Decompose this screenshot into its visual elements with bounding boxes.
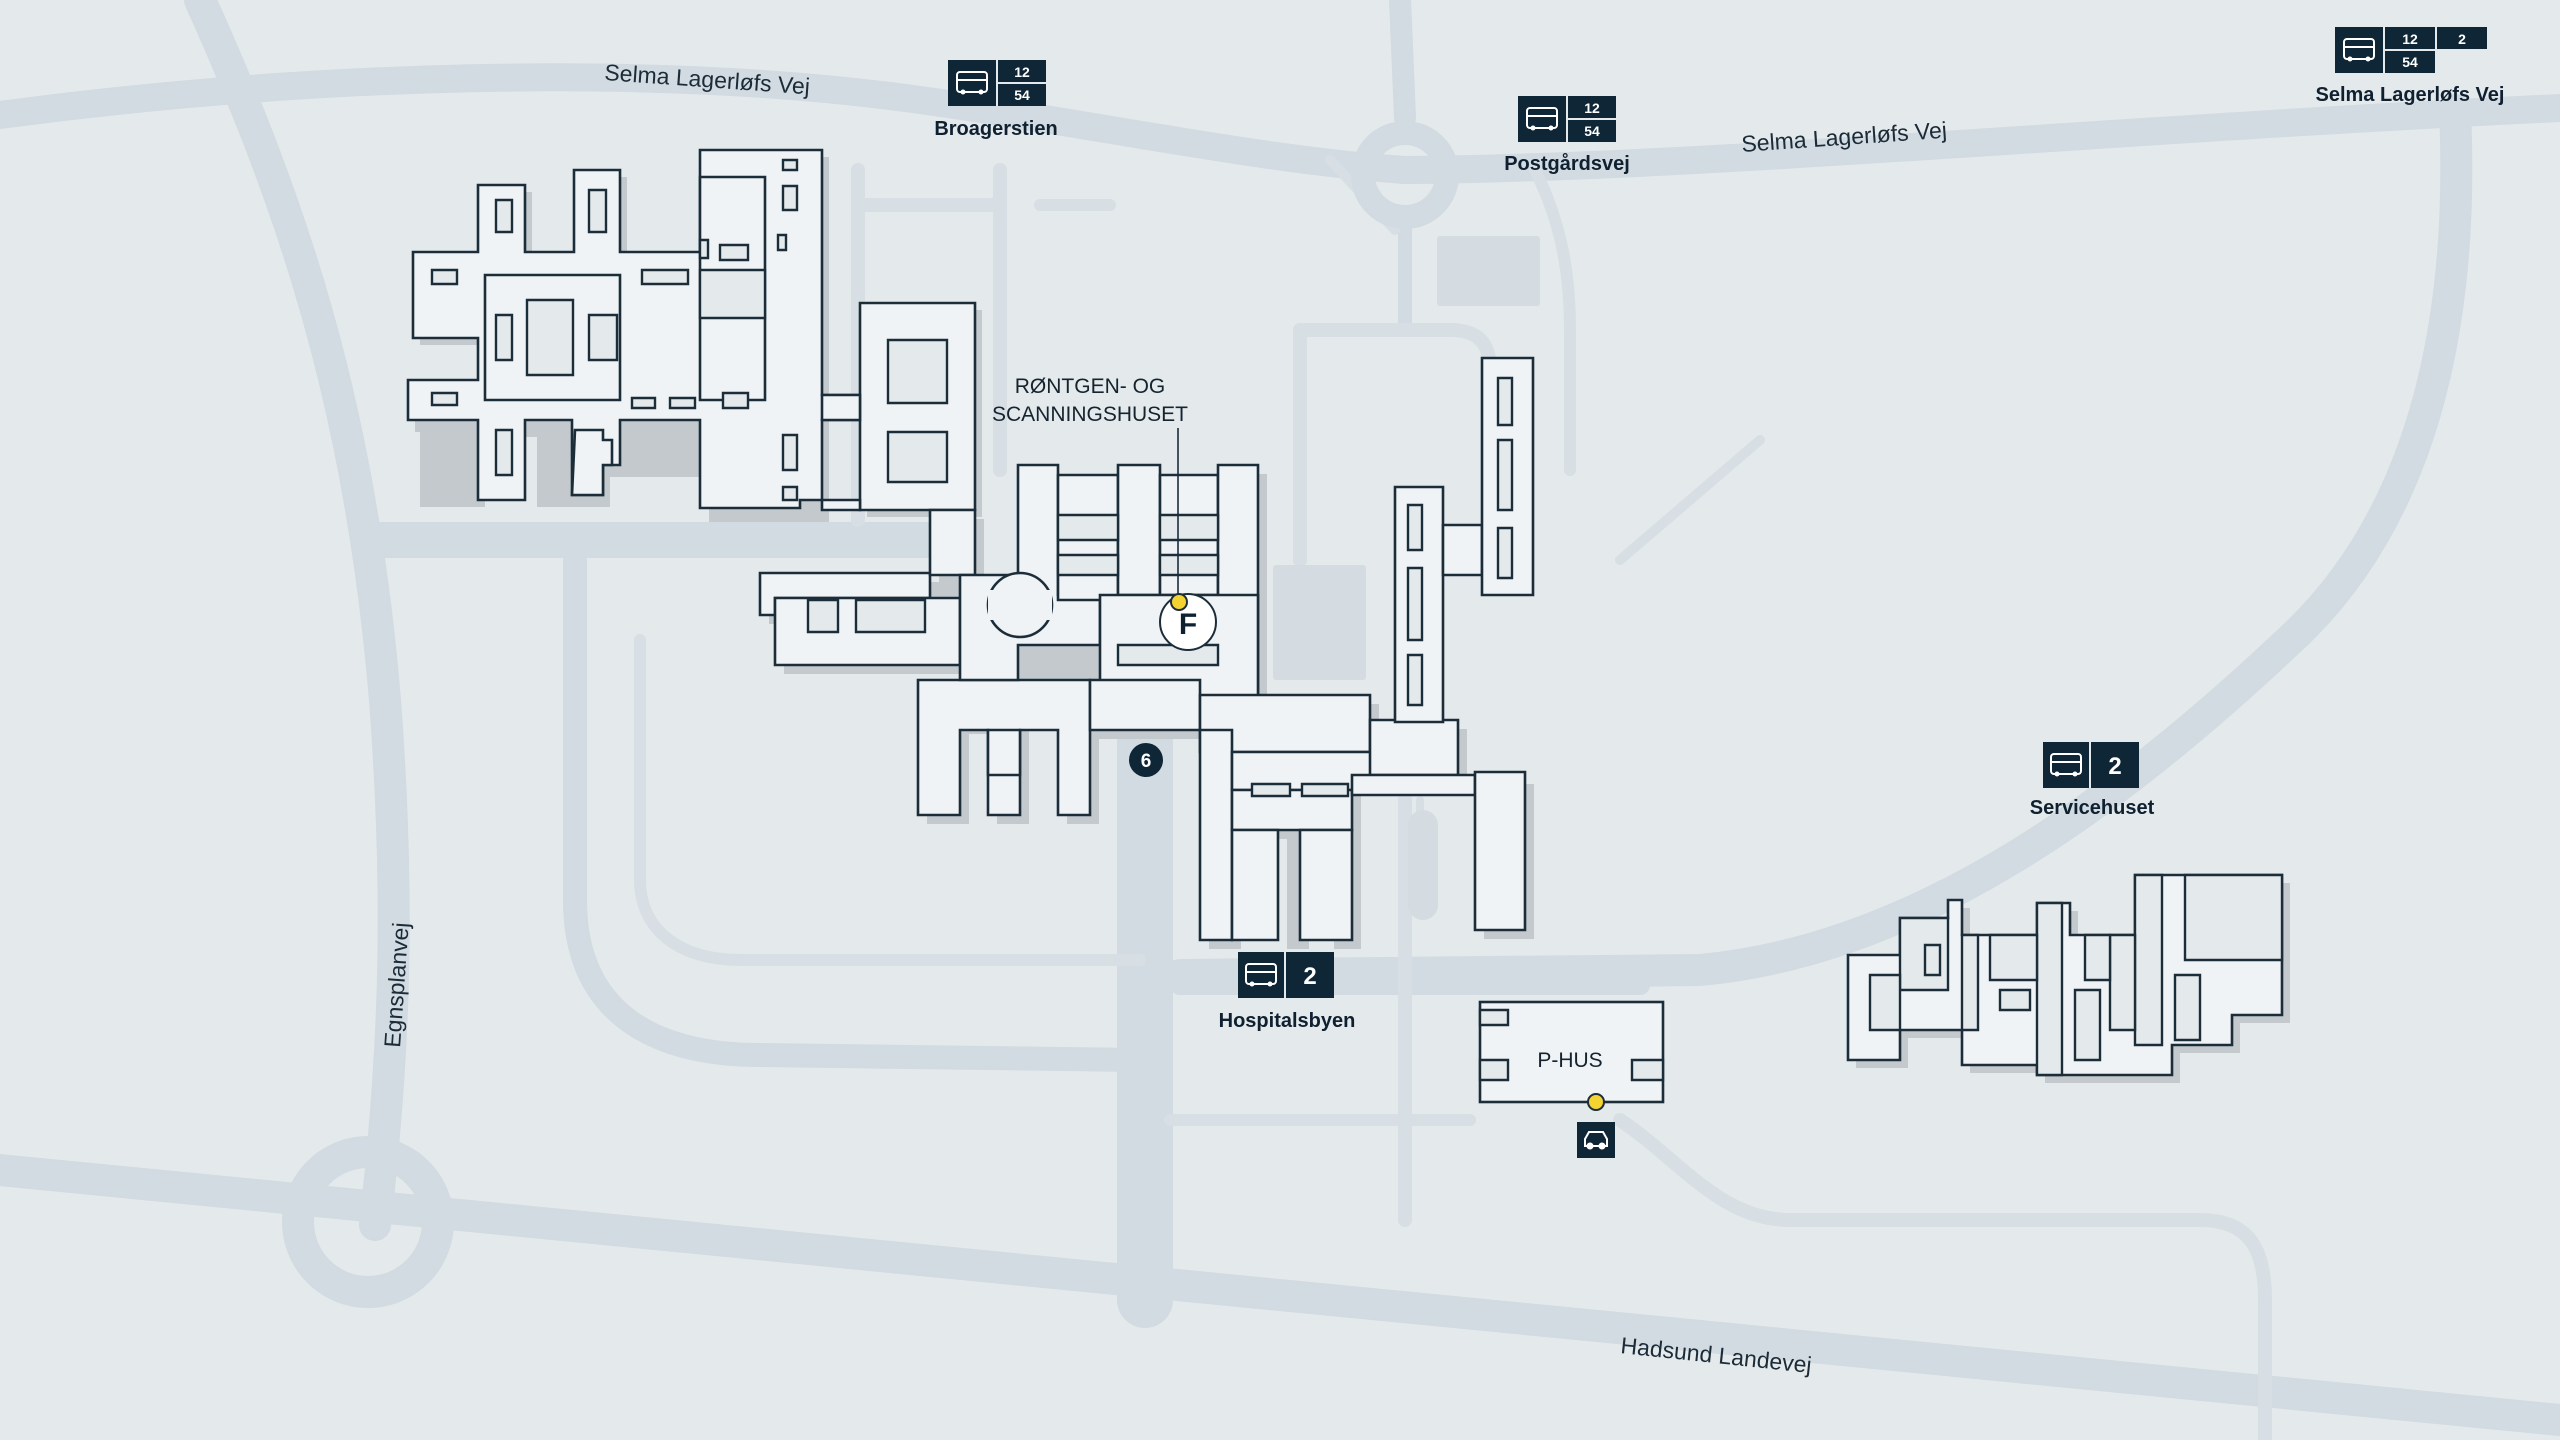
xray-label-line2: SCANNINGSHUSET	[992, 403, 1188, 426]
route-number: 2	[2458, 31, 2466, 47]
parking-area-center	[1273, 565, 1366, 680]
p-hus-label: P-HUS	[1537, 1049, 1602, 1072]
location-pin-icon	[1587, 1093, 1605, 1111]
bus-stop-servicehuset[interactable]: 2 Servicehuset	[2030, 742, 2155, 819]
p-hus-entrance-marker[interactable]	[1577, 1093, 1615, 1158]
bus-stop-label: Hospitalsbyen	[1219, 1010, 1356, 1032]
roundabout-north	[1351, 121, 1459, 229]
bus-stop-label: Servicehuset	[2030, 797, 2155, 819]
bus-stop-label: Selma Lagerløfs Vej	[2316, 84, 2505, 106]
bus-stop-postgaardsvej[interactable]: 12 54 Postgårdsvej	[1504, 96, 1630, 175]
building-p-hus[interactable]: P-HUS	[1478, 1000, 1665, 1104]
route-number: 12	[1014, 64, 1030, 80]
parking-area-north	[1437, 236, 1540, 306]
location-pin-icon	[1170, 593, 1188, 611]
route-number: 54	[1014, 87, 1030, 103]
building-northwest-complex[interactable]	[406, 148, 982, 522]
xray-label-line1: RØNTGEN- OG	[1015, 375, 1166, 398]
entrance-f-marker[interactable]: F	[1159, 593, 1217, 651]
car-icon-badge	[1577, 1122, 1615, 1158]
bus-icon	[1245, 963, 1277, 987]
route-number: 12	[1584, 100, 1600, 116]
route-number: 2	[1303, 963, 1316, 990]
entrance-f-label: F	[1179, 608, 1197, 641]
building-servicehuset[interactable]	[1846, 873, 2290, 1083]
bus-stop-selma-lagerlofs-vej[interactable]: 12 2 54 Selma Lagerløfs Vej	[2316, 27, 2505, 106]
bus-stop-label: Broagerstien	[934, 118, 1057, 140]
bus-icon	[1526, 107, 1558, 131]
route-number: 2	[2108, 753, 2121, 780]
entrance-6-marker[interactable]: 6	[1129, 743, 1163, 777]
parking-area-bay	[1408, 810, 1438, 920]
bus-stop-hospitalsbyen[interactable]: 2 Hospitalsbyen	[1219, 952, 1356, 1032]
route-number: 12	[2402, 31, 2418, 47]
bus-icon	[956, 71, 988, 95]
roundabout-southwest	[282, 1136, 454, 1308]
bus-stop-broagerstien[interactable]: 12 54 Broagerstien	[934, 60, 1058, 140]
bus-stop-label: Postgårdsvej	[1504, 152, 1630, 175]
route-number: 54	[2402, 54, 2418, 70]
bus-icon	[2050, 753, 2082, 777]
entrance-6-label: 6	[1141, 751, 1152, 772]
bus-icon	[2343, 38, 2375, 62]
building-xray-complex[interactable]	[758, 356, 1535, 949]
route-number: 54	[1584, 123, 1600, 139]
car-icon	[1584, 1131, 1608, 1150]
